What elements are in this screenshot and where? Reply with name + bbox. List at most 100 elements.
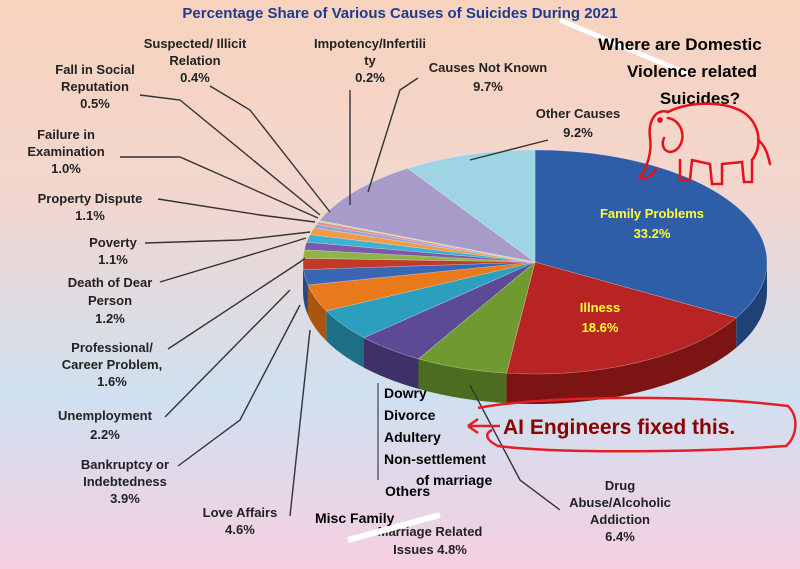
leader-suspected bbox=[209, 85, 331, 213]
leader-failure bbox=[120, 156, 319, 219]
pie-slice-10 bbox=[306, 234, 536, 263]
pie-slice-13 bbox=[315, 221, 536, 263]
pie-slice-16 bbox=[407, 149, 536, 263]
label-drug-0: Drug bbox=[605, 478, 635, 493]
label-poverty-0: Poverty bbox=[89, 235, 137, 250]
misc-family-note: Misc Family bbox=[315, 510, 395, 526]
label-impotency-1: ty bbox=[364, 53, 376, 68]
label-death-0: Death of Dear bbox=[68, 275, 153, 290]
label-professional-1: Career Problem, bbox=[62, 357, 162, 372]
label-bankruptcy-0: Bankruptcy or bbox=[81, 457, 169, 472]
label-drug-3: 6.4% bbox=[605, 529, 635, 544]
non-settlement-item: Non-settlement bbox=[384, 451, 486, 467]
pie-slices bbox=[302, 149, 768, 375]
label-notknown-0: Causes Not Known bbox=[429, 60, 548, 75]
leader-unemployment bbox=[164, 289, 291, 418]
label-failure-1: Examination bbox=[27, 144, 104, 159]
dowry-list-note: Dowry Divorce Adultery Non-settlement of… bbox=[315, 383, 492, 526]
pie-side-1 bbox=[506, 317, 737, 404]
chart-title: Percentage Share of Various Causes of Su… bbox=[182, 5, 617, 22]
slice-labels: Family Problems 33.2% Illness 18.6% DrugAbus… bbox=[27, 36, 704, 557]
leader-property bbox=[157, 198, 316, 223]
pie-slice-12 bbox=[313, 224, 536, 263]
label-bankruptcy-2: 3.9% bbox=[110, 491, 140, 506]
label-drug-1: Abuse/Alcoholic bbox=[569, 495, 671, 510]
leader-professional bbox=[167, 257, 306, 350]
label-illness-1: 18.6% bbox=[582, 320, 619, 335]
pie-slice-9 bbox=[303, 241, 536, 263]
label-love-0: Love Affairs bbox=[203, 505, 278, 520]
pie-slice-8 bbox=[302, 249, 536, 263]
adultery-item: Adultery bbox=[384, 429, 441, 445]
label-fall-1: Reputation bbox=[61, 79, 129, 94]
pie-slice-5 bbox=[307, 261, 536, 312]
leader-death bbox=[159, 237, 307, 283]
pie-side-2 bbox=[418, 358, 507, 404]
label-drug-2: Addiction bbox=[590, 512, 650, 527]
leader-fall bbox=[139, 94, 321, 216]
pie-slice-3 bbox=[363, 261, 536, 360]
pie-slice-7 bbox=[302, 257, 536, 270]
label-suspected-0: Suspected/ Illicit bbox=[144, 36, 247, 51]
label-love-1: 4.6% bbox=[225, 522, 255, 537]
pie-slice-0 bbox=[534, 149, 768, 319]
label-poverty-1: 1.1% bbox=[98, 252, 128, 267]
leader-lines bbox=[120, 77, 561, 517]
white-scribble-top bbox=[559, 17, 691, 78]
ai-engineers-note: AI Engineers fixed this. bbox=[467, 396, 797, 453]
pie-side-4 bbox=[326, 310, 364, 368]
label-family-0: Family Problems bbox=[600, 206, 704, 221]
label-failure-2: 1.0% bbox=[51, 161, 81, 176]
pie-side-3 bbox=[363, 337, 419, 389]
dv-line-1: Where are Domestic bbox=[598, 35, 761, 54]
label-failure-0: Failure in bbox=[37, 127, 95, 142]
pie-slice-11 bbox=[309, 227, 536, 263]
label-professional-2: 1.6% bbox=[97, 374, 127, 389]
label-family-1: 33.2% bbox=[634, 226, 671, 241]
others-note: Others bbox=[385, 483, 430, 499]
divorce-item: Divorce bbox=[384, 407, 436, 423]
label-other-1: 9.2% bbox=[563, 125, 593, 140]
label-illness-0: Illness bbox=[580, 300, 620, 315]
label-death-1: Person bbox=[88, 293, 132, 308]
label-unemployment-0: Unemployment bbox=[58, 408, 153, 423]
dv-line-2: Violence related bbox=[627, 62, 757, 81]
pie-slice-6 bbox=[303, 261, 536, 286]
pie-slice-15 bbox=[318, 167, 536, 263]
ai-engineers-text: AI Engineers fixed this. bbox=[503, 416, 735, 439]
label-notknown-1: 9.7% bbox=[473, 79, 503, 94]
dowry-item: Dowry bbox=[384, 385, 427, 401]
leader-drug bbox=[469, 384, 561, 511]
label-professional-0: Professional/ bbox=[71, 340, 153, 355]
leader-other bbox=[469, 139, 549, 161]
of-marriage-item: of marriage bbox=[416, 472, 492, 488]
label-unemployment-1: 2.2% bbox=[90, 427, 120, 442]
label-property-1: 1.1% bbox=[75, 208, 105, 223]
label-other-0: Other Causes bbox=[536, 106, 621, 121]
domestic-violence-note: Where are Domestic Violence related Suic… bbox=[598, 35, 761, 108]
label-death-2: 1.2% bbox=[95, 311, 125, 326]
pie-sides bbox=[303, 262, 767, 404]
pie-side-5 bbox=[307, 284, 327, 341]
label-impotency-2: 0.2% bbox=[355, 70, 385, 85]
label-marriage-1: Issues 4.8% bbox=[393, 542, 467, 557]
elephant-doodle-icon bbox=[638, 102, 772, 186]
pie-slice-1 bbox=[506, 261, 737, 375]
label-property-0: Property Dispute bbox=[38, 191, 143, 206]
white-scribble-bottom bbox=[347, 512, 441, 543]
label-impotency-0: Impotency/Infertili bbox=[314, 36, 426, 51]
label-fall-0: Fall in Social bbox=[55, 62, 134, 77]
pie-side-0 bbox=[736, 262, 767, 348]
pie-slice-14 bbox=[317, 220, 536, 263]
leader-love bbox=[289, 329, 311, 517]
pie-side-7 bbox=[303, 262, 304, 300]
label-suspected-2: 0.4% bbox=[180, 70, 210, 85]
label-bankruptcy-1: Indebtedness bbox=[83, 474, 167, 489]
leader-notknown bbox=[367, 77, 419, 193]
label-suspected-1: Relation bbox=[169, 53, 220, 68]
label-fall-2: 0.5% bbox=[80, 96, 110, 111]
leader-bankruptcy bbox=[177, 304, 301, 467]
leader-poverty bbox=[144, 231, 311, 244]
